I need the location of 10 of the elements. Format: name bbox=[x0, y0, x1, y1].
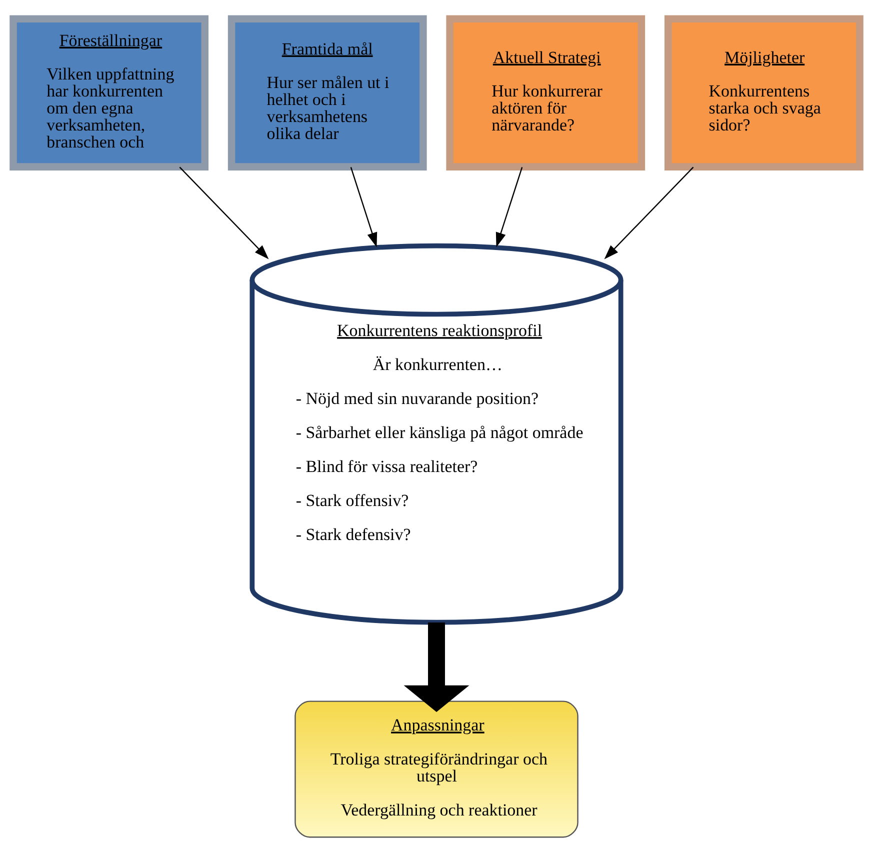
arrow bbox=[179, 166, 269, 260]
arrow bbox=[604, 166, 694, 260]
node-box: Anpassningar Troliga strategiförändringar och utspel Vedergällning och reaktioner bbox=[294, 700, 578, 838]
node-box: Framtida mål Hur ser målen ut i helhet och i verksamhetens olika delar bbox=[228, 15, 427, 170]
arrow bbox=[350, 166, 378, 248]
node-box: Aktuell Strategi Hur konkurrerar aktören för närvarande? bbox=[446, 15, 646, 170]
node-box: Föreställningar Vilken uppfattning har konkurrenten om den egna verksamheten, branschen och bbox=[10, 15, 208, 170]
arrow bbox=[496, 166, 523, 248]
node-box: Möjligheter Konkurrentens starka och svaga sidor? bbox=[664, 15, 864, 170]
arrow bbox=[404, 622, 470, 712]
